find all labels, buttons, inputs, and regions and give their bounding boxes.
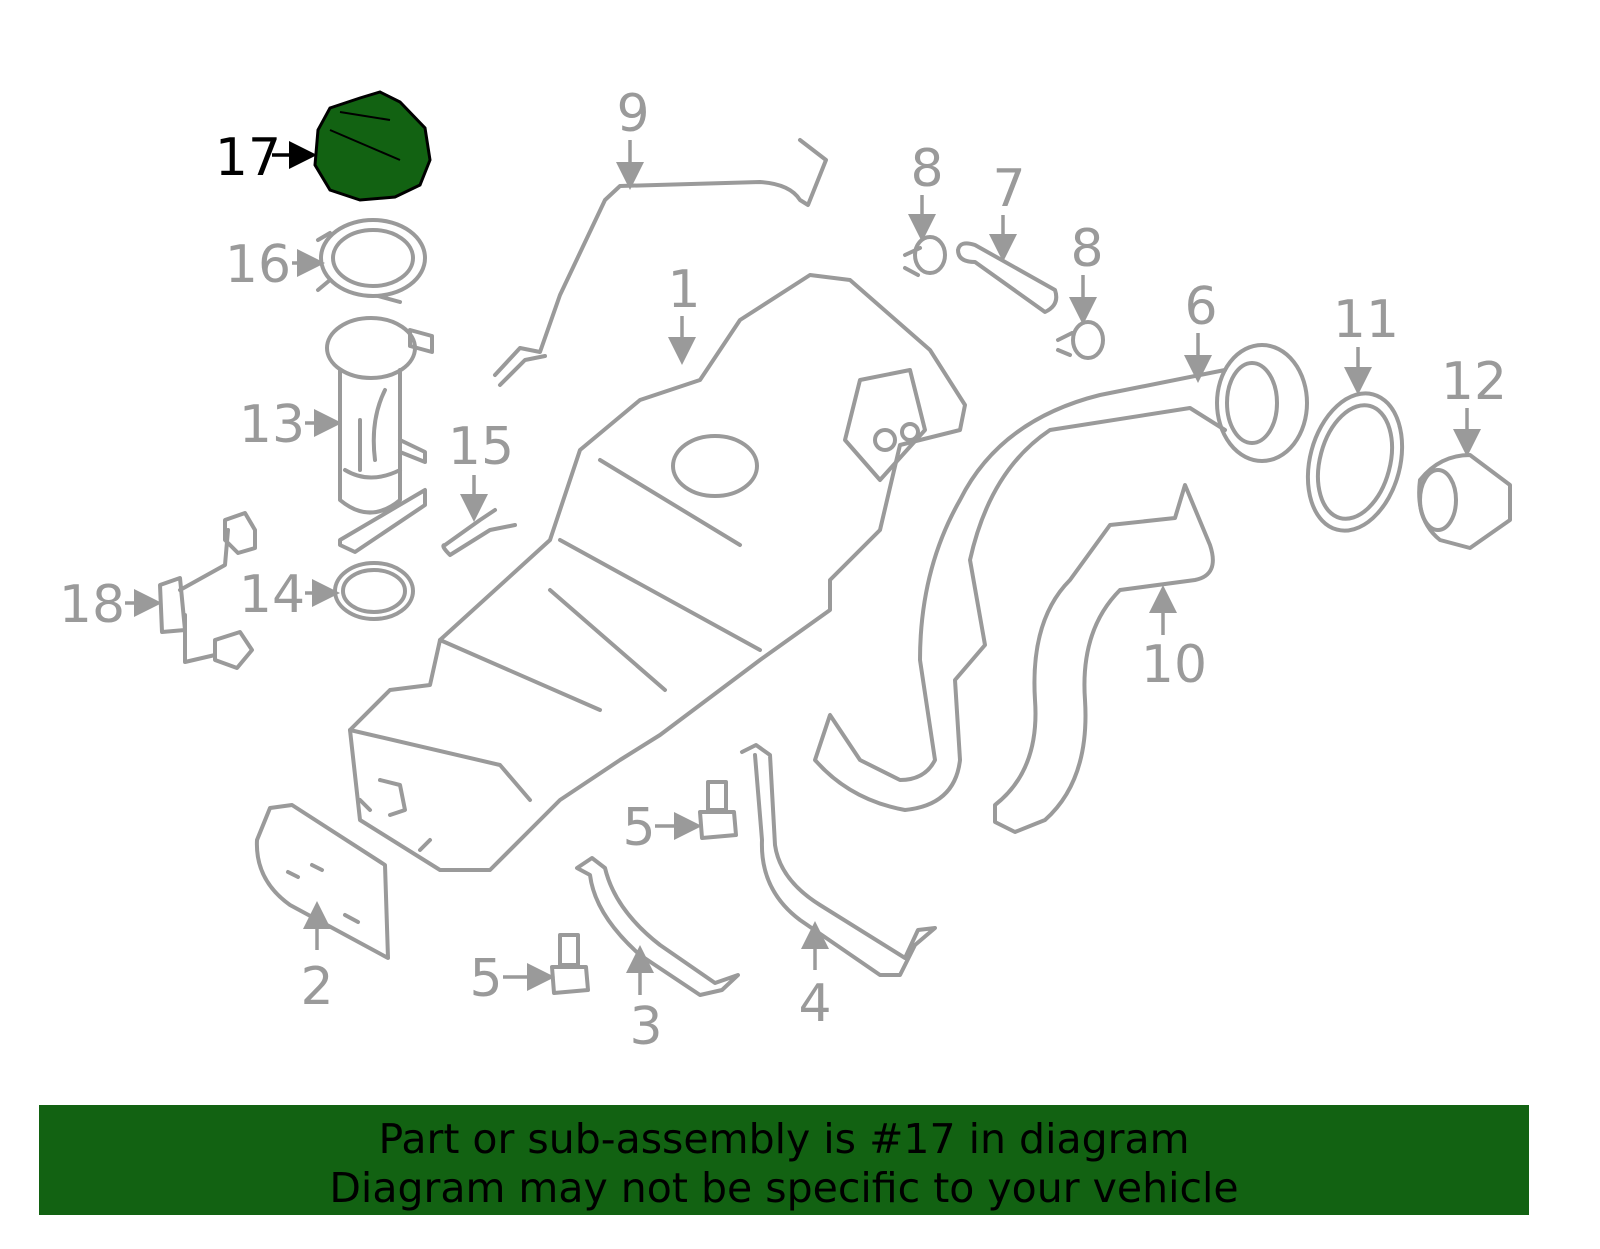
part-12-fuel-cap[interactable] bbox=[1417, 453, 1512, 550]
part-6-filler-pipe[interactable] bbox=[813, 343, 1309, 812]
part-11-gasket[interactable] bbox=[1293, 383, 1416, 542]
part-5-bolt-upper[interactable] bbox=[698, 780, 738, 840]
callout-15[interactable]: 15 bbox=[448, 417, 514, 477]
part-17-lock-ring[interactable] bbox=[313, 90, 432, 202]
part-4-strap[interactable] bbox=[740, 743, 937, 977]
callout-7[interactable]: 7 bbox=[992, 159, 1025, 219]
callout-17[interactable]: 17 bbox=[215, 128, 281, 188]
part-16-ring[interactable] bbox=[316, 218, 427, 304]
callout-9[interactable]: 9 bbox=[616, 84, 649, 144]
part-8-clamp-upper[interactable] bbox=[903, 235, 947, 277]
callout-18[interactable]: 18 bbox=[59, 575, 125, 635]
callout-10[interactable]: 10 bbox=[1141, 635, 1207, 695]
callout-3[interactable]: 3 bbox=[629, 997, 662, 1057]
callout-8-lower[interactable]: 8 bbox=[1070, 219, 1103, 279]
part-8-clamp-lower[interactable] bbox=[1056, 320, 1105, 360]
callout-8-upper[interactable]: 8 bbox=[910, 139, 943, 199]
part-1-fuel-tank[interactable] bbox=[348, 273, 967, 872]
part-10-shield[interactable] bbox=[993, 483, 1215, 834]
part-7-hose[interactable] bbox=[956, 241, 1059, 314]
callout-5-lower[interactable]: 5 bbox=[469, 949, 502, 1009]
banner-line-disclaimer: Diagram may not be specific to your vehi… bbox=[329, 1164, 1239, 1212]
part-9-vent-tube[interactable] bbox=[493, 138, 828, 387]
callout-13[interactable]: 13 bbox=[239, 395, 305, 455]
callout-5-upper[interactable]: 5 bbox=[622, 798, 655, 858]
callout-4[interactable]: 4 bbox=[798, 974, 831, 1034]
leader-arrows bbox=[125, 140, 1481, 995]
part-13-fuel-pump[interactable] bbox=[325, 316, 434, 554]
banner-line-part: Part or sub-assembly is #17 in diagram bbox=[378, 1115, 1190, 1163]
info-banner: Part or sub-assembly is #17 in diagram D… bbox=[39, 1105, 1529, 1215]
part-14-o-ring[interactable] bbox=[333, 561, 415, 621]
part-15-sensor[interactable] bbox=[441, 508, 517, 557]
callout-2[interactable]: 2 bbox=[300, 957, 333, 1017]
callout-11[interactable]: 11 bbox=[1333, 290, 1399, 350]
callout-16[interactable]: 16 bbox=[225, 235, 291, 295]
callout-6[interactable]: 6 bbox=[1184, 277, 1217, 337]
part-5-bolt-lower[interactable] bbox=[550, 933, 590, 995]
callout-1[interactable]: 1 bbox=[667, 260, 700, 320]
callout-12[interactable]: 12 bbox=[1441, 352, 1507, 412]
callout-14[interactable]: 14 bbox=[239, 565, 305, 625]
part-2-protector[interactable] bbox=[254, 803, 390, 960]
part-3-strap[interactable] bbox=[575, 856, 740, 997]
part-18-wiring-harness[interactable] bbox=[158, 511, 257, 670]
